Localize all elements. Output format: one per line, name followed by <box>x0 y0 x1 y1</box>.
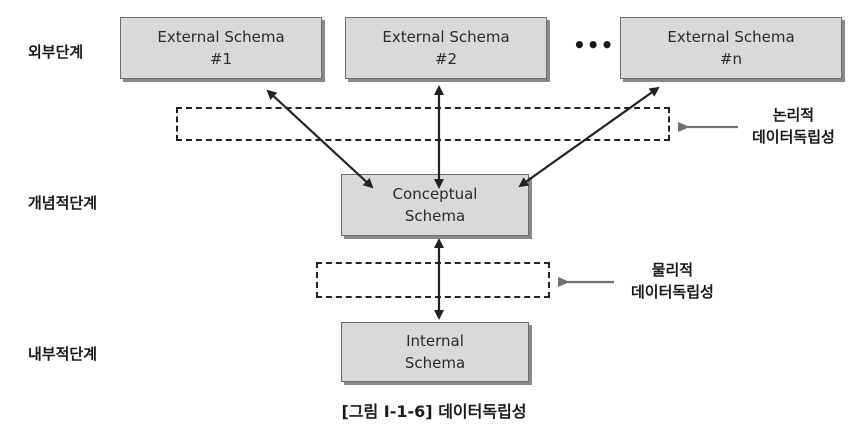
level-label-external: 외부단계 <box>28 43 84 61</box>
physical-independence-line2: 데이터독립성 <box>631 283 714 301</box>
arrow-externaln-conceptual <box>518 86 660 188</box>
ellipsis-more-schemas: ••• <box>573 33 615 57</box>
external-schema-box-n: External Schema #n <box>620 17 842 79</box>
figure-caption: [그림 Ⅰ-1-6] 데이터독립성 <box>341 402 527 421</box>
logical-independence-label: 논리적 데이터독립성 <box>752 104 835 148</box>
level-label-conceptual: 개념적단계 <box>28 194 98 212</box>
external-schema-n-number: #n <box>719 50 743 68</box>
conceptual-schema-line1: Conceptual <box>392 185 478 203</box>
logical-independence-line1: 논리적 <box>772 106 815 124</box>
internal-schema-line2: Schema <box>404 354 466 372</box>
external-schema-2-number: #2 <box>434 50 458 68</box>
physical-independence-label: 물리적 데이터독립성 <box>631 259 714 303</box>
physical-independence-boundary <box>316 262 550 298</box>
external-schema-1-title: External Schema <box>157 28 285 46</box>
internal-schema-box: Internal Schema <box>341 322 529 382</box>
arrow-external1-conceptual <box>266 89 374 189</box>
external-schema-box-2: External Schema #2 <box>345 17 547 79</box>
external-schema-2-title: External Schema <box>382 28 510 46</box>
external-schema-box-1: External Schema #1 <box>120 17 322 79</box>
physical-independence-line1: 물리적 <box>651 261 694 279</box>
conceptual-schema-line2: Schema <box>404 207 466 225</box>
internal-schema-line1: Internal <box>406 332 464 350</box>
external-schema-n-title: External Schema <box>667 28 795 46</box>
logical-independence-line2: 데이터독립성 <box>752 128 835 146</box>
logical-independence-boundary <box>176 107 670 141</box>
external-schema-1-number: #1 <box>209 50 233 68</box>
level-label-internal: 내부적단계 <box>28 345 98 363</box>
